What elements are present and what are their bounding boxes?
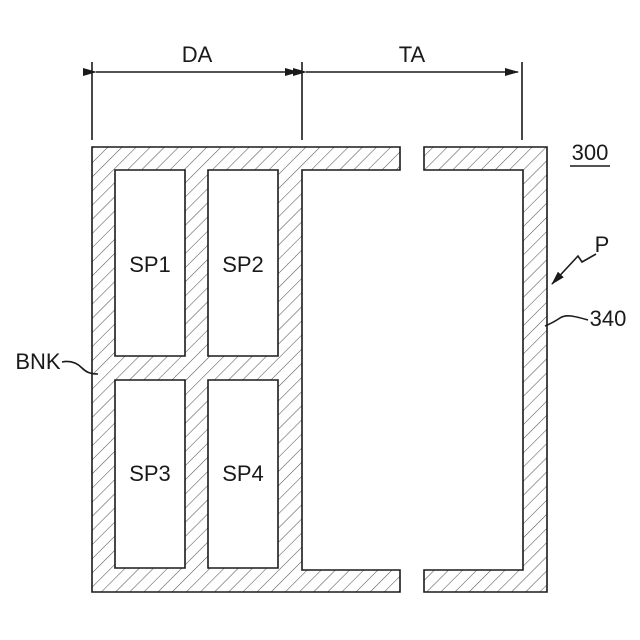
p-arrow bbox=[552, 254, 596, 284]
subpixel-label-3: SP3 bbox=[129, 461, 171, 486]
figure-number-300: 300 bbox=[572, 140, 609, 165]
subpixel-label-4: SP4 bbox=[222, 461, 264, 486]
label-p: P bbox=[595, 232, 610, 257]
label-bnk: BNK bbox=[15, 349, 61, 374]
label-340: 340 bbox=[590, 306, 627, 331]
subpixel-label-1: SP1 bbox=[129, 252, 171, 277]
subpixel-label-2: SP2 bbox=[222, 252, 264, 277]
bank-structure bbox=[92, 147, 400, 592]
member-340 bbox=[424, 147, 547, 592]
label-da: DA bbox=[182, 42, 213, 67]
leader-340 bbox=[545, 316, 588, 326]
label-ta: TA bbox=[399, 42, 426, 67]
